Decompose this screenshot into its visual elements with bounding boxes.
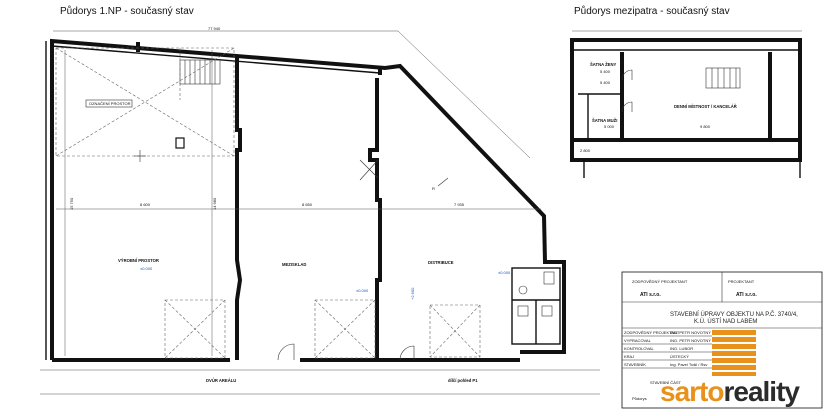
level-4: ±0.000 — [498, 270, 511, 275]
room-warehouse: MEZISKLAD — [282, 262, 306, 267]
room-day-room: DENNÍ MÍSTNOST / KANCELÁŘ — [674, 104, 737, 109]
tb-row-value: Ing. Pavel Tušil / Rsv — [670, 362, 707, 367]
ground-floor-title: Půdorys 1.NP - současný stav — [60, 6, 194, 17]
dim-depth-left: 15 750 — [69, 197, 74, 210]
dim-distribution: 7 935 — [454, 202, 465, 207]
room-production: VÝROBNÍ PROSTOR — [118, 258, 159, 263]
mz-dim-4: 9 800 — [700, 124, 711, 129]
building-logo-icon — [712, 330, 756, 376]
level-3: +2.600 — [410, 287, 415, 300]
mz-dim-1: 5 000 — [604, 124, 615, 129]
tb-author-label: PROJEKTANT — [728, 279, 755, 284]
tb-project-place: K.Ú. ÚSTÍ NAD LABEM — [694, 318, 757, 325]
tb-company-1: ATI s.r.o. — [640, 292, 661, 298]
internal-wall-1 — [235, 55, 243, 360]
tb-part-label: STAVEBNÍ ČÁST — [650, 380, 682, 385]
dim-warehouse: 8 650 — [302, 202, 313, 207]
dim-depth-mid: 14 980 — [212, 197, 217, 210]
logo-part-a: sarto — [660, 376, 724, 407]
dim-production: 8 600 — [140, 202, 151, 207]
outer-wall — [50, 38, 566, 360]
mezzanine-title: Půdorys mezipatra - současný stav — [574, 6, 730, 17]
tb-drawing-label: Půdorys — [632, 396, 647, 401]
room-changing-women: ŠATNA ŽENY — [590, 62, 616, 67]
tb-designer-label: ZODPOVĚDNÝ PROJEKTANT — [632, 279, 688, 284]
mz-dim-5: 2 800 — [580, 148, 591, 153]
tb-row-key: VYPRACOVAL — [624, 338, 652, 343]
mz-dim-3: 5 400 — [600, 69, 611, 74]
tb-row-value: ING. PETR NOVOTNÝ — [670, 338, 711, 343]
tb-row-key: ZODPOVĚDNÝ PROJEKTANT — [624, 330, 680, 335]
internal-wall-2 — [368, 78, 382, 360]
room-changing-men: ŠATNA MUŽI — [592, 118, 617, 123]
room-label-note: OZNAČENÍ PROSTOR — [89, 101, 131, 106]
svg-text:R: R — [432, 186, 435, 191]
logo-part-b: reality — [723, 376, 799, 407]
room-distribution: DISTRIBUCE — [428, 260, 454, 265]
sartoreality-logo: sartoreality — [660, 376, 800, 407]
level-1: ±0.000 — [140, 266, 153, 271]
tb-row-key: KRAJ — [624, 354, 634, 359]
tb-row-key: STAVEBNÍK — [624, 362, 646, 367]
tb-row-value: ÚSTECKÝ — [670, 354, 689, 359]
tb-project-title: STAVEBNÍ ÚPRAVY OBJEKTU NA P.Č. 3740/4, — [670, 311, 798, 318]
tb-company-2: ATI s.r.o. — [736, 292, 757, 298]
tb-row-value: ING. LUBOR — [670, 346, 693, 351]
tb-row-value: ING. PETR NOVOTNÝ — [670, 330, 711, 335]
mz-dim-2: 5 400 — [600, 80, 611, 85]
level-2: ±0.000 — [356, 288, 369, 293]
tb-row-key: KONTROLOVAL — [624, 346, 654, 351]
yard-label: DVŮR AREÁLU — [206, 378, 236, 383]
dimension-line-diagonal — [397, 30, 531, 159]
view-label: dílčí pohled P1 — [448, 378, 478, 383]
dim-total-width: 77 940 — [208, 26, 221, 31]
mezzanine-outline — [570, 38, 802, 162]
